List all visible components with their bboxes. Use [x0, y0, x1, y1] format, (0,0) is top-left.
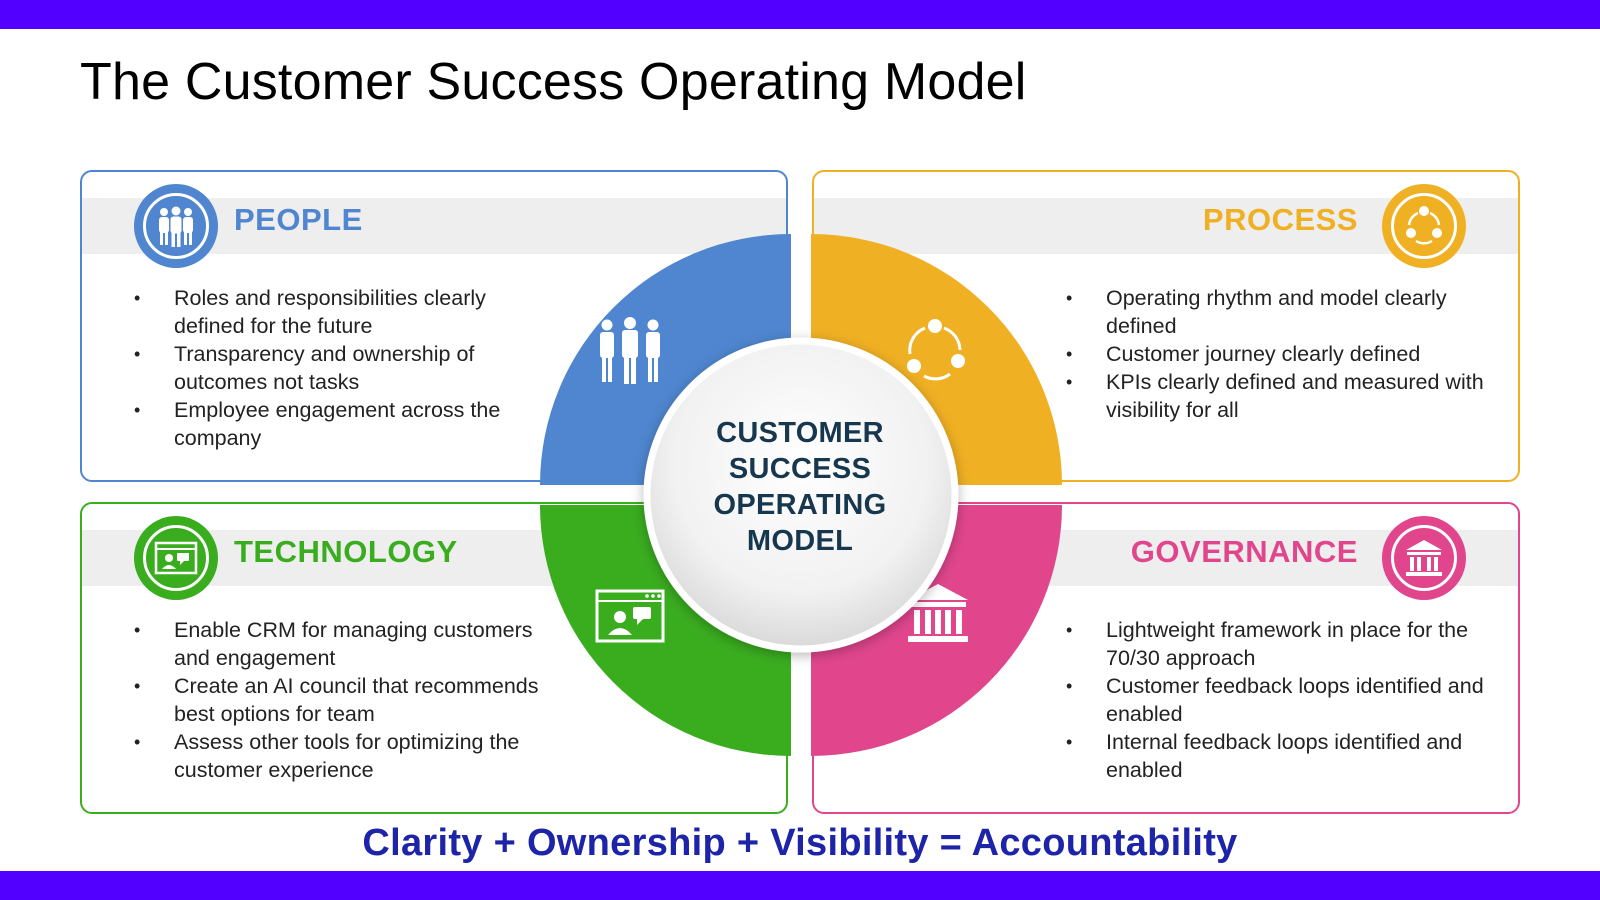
governance-bullet-list: Lightweight framework in place for the 7… — [1066, 616, 1486, 784]
technology-heading: TECHNOLOGY — [234, 534, 458, 569]
institution-icon — [908, 584, 968, 642]
center-line: CUSTOMER — [716, 417, 884, 449]
process-heading: PROCESS — [1202, 202, 1358, 237]
accountability-tagline: Clarity + Ownership + Visibility = Accou… — [362, 822, 1238, 864]
people-icon — [600, 317, 660, 384]
list-item: Customer journey clearly defined — [1066, 340, 1486, 368]
technology-badge — [134, 516, 218, 600]
list-item: Customer feedback loops identified and e… — [1066, 672, 1486, 728]
people-heading: PEOPLE — [234, 202, 363, 237]
process-bullet-list: Operating rhythm and model clearly defin… — [1066, 284, 1486, 424]
list-item: Lightweight framework in place for the 7… — [1066, 616, 1486, 672]
people-bullet-list: Roles and responsibilities clearly defin… — [134, 284, 554, 452]
video-chat-icon — [154, 541, 198, 575]
list-item: Roles and responsibilities clearly defin… — [134, 284, 554, 340]
technology-bullet-list: Enable CRM for managing customers and en… — [134, 616, 554, 784]
center-hub — [643, 337, 959, 653]
people-icon — [159, 206, 193, 247]
center-line: MODEL — [746, 525, 854, 557]
cycle-icon — [907, 319, 965, 381]
cycle-icon — [1406, 206, 1442, 245]
governance-heading: GOVERNANCE — [1130, 534, 1358, 569]
center-hub-label: CUSTOMER SUCCESS OPERATING MODEL — [660, 415, 940, 559]
slide-title: The Customer Success Operating Model — [80, 53, 1027, 111]
bottom-accent-bar — [0, 871, 1600, 900]
center-line: SUCCESS — [728, 453, 872, 485]
list-item: Assess other tools for optimizing the cu… — [134, 728, 554, 784]
list-item: Employee engagement across the company — [134, 396, 554, 452]
governance-badge — [1382, 516, 1466, 600]
list-item: KPIs clearly defined and measured with v… — [1066, 368, 1486, 424]
people-badge — [134, 184, 218, 268]
list-item: Enable CRM for managing customers and en… — [134, 616, 554, 672]
video-chat-icon — [595, 589, 665, 643]
institution-icon — [1406, 540, 1442, 576]
operating-model-wheel — [540, 234, 1062, 756]
center-line: OPERATING — [713, 489, 887, 521]
list-item: Transparency and ownership of outcomes n… — [134, 340, 554, 396]
top-accent-bar — [0, 0, 1600, 29]
list-item: Internal feedback loops identified and e… — [1066, 728, 1486, 784]
list-item: Operating rhythm and model clearly defin… — [1066, 284, 1486, 340]
process-badge — [1382, 184, 1466, 268]
list-item: Create an AI council that recommends bes… — [134, 672, 554, 728]
